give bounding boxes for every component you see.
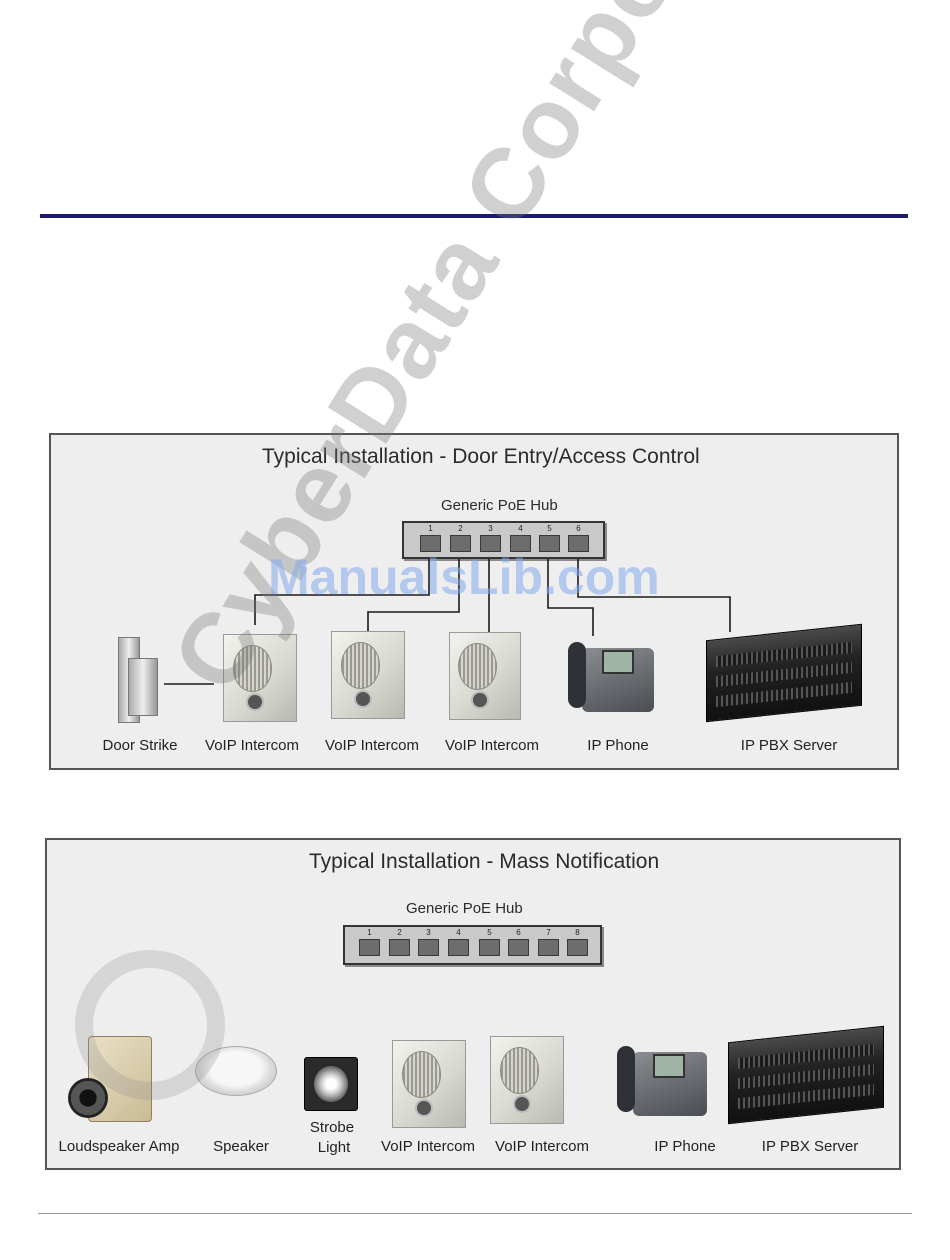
voip-intercom-image (490, 1036, 564, 1124)
port-number: 7 (546, 928, 551, 937)
hub-port (480, 535, 501, 552)
hub-port (420, 535, 441, 552)
device-label: Light (317, 1139, 351, 1156)
device-label: IP Phone (654, 1138, 716, 1155)
device-label: IP PBX Server (740, 737, 838, 754)
port-number: 3 (426, 928, 431, 937)
port-number: 2 (397, 928, 402, 937)
voip-intercom-image (392, 1040, 466, 1128)
port-number: 4 (456, 928, 461, 937)
device-label: VoIP Intercom (445, 737, 539, 754)
port-number: 2 (458, 524, 463, 533)
strobe-light-image (304, 1057, 358, 1111)
hub-port (567, 939, 588, 956)
mass-notification-diagram (45, 838, 901, 1170)
hub-port (389, 939, 410, 956)
ip-pbx-server-image (706, 623, 862, 723)
port-number: 8 (575, 928, 580, 937)
voip-intercom-image (331, 631, 405, 719)
poe-hub: 1 2 3 4 5 6 7 8 (343, 925, 602, 965)
hub-port (538, 939, 559, 956)
port-number: 6 (516, 928, 521, 937)
hub-port (568, 535, 589, 552)
diagram-title: Typical Installation - Mass Notification (309, 850, 660, 873)
device-label: Strobe (309, 1119, 355, 1136)
device-label: Door Strike (102, 737, 178, 754)
hub-port (359, 939, 380, 956)
ip-phone-image (564, 636, 656, 716)
device-label: IP PBX Server (761, 1138, 859, 1155)
port-number: 5 (487, 928, 492, 937)
footer-rule (38, 1213, 912, 1214)
voip-intercom-image (449, 632, 521, 720)
port-number: 1 (428, 524, 433, 533)
port-number: 6 (576, 524, 581, 533)
device-label: VoIP Intercom (205, 737, 299, 754)
door-strike-image (128, 658, 158, 716)
hub-port (508, 939, 529, 956)
port-number: 5 (547, 524, 552, 533)
ip-pbx-server-image (728, 1025, 884, 1125)
ceiling-speaker-image (195, 1046, 277, 1096)
device-label: Loudspeaker Amp (58, 1138, 180, 1155)
device-label: VoIP Intercom (325, 737, 419, 754)
device-label: VoIP Intercom (495, 1138, 589, 1155)
hub-port (418, 939, 439, 956)
horn-speaker-icon (68, 1078, 108, 1118)
poe-hub: 1 2 3 4 5 6 (402, 521, 605, 559)
port-number: 4 (518, 524, 523, 533)
device-label: VoIP Intercom (381, 1138, 475, 1155)
ip-phone-image (613, 1040, 709, 1120)
device-label: Speaker (213, 1138, 269, 1155)
hub-label: Generic PoE Hub (441, 497, 558, 514)
hub-port (539, 535, 560, 552)
device-label: IP Phone (587, 737, 649, 754)
header-rule (40, 214, 908, 218)
hub-label: Generic PoE Hub (406, 900, 523, 917)
voip-intercom-image (223, 634, 297, 722)
hub-port (479, 939, 500, 956)
diagram-title: Typical Installation - Door Entry/Access… (262, 445, 700, 468)
port-number: 1 (367, 928, 372, 937)
hub-port (450, 535, 471, 552)
hub-port (510, 535, 531, 552)
hub-port (448, 939, 469, 956)
port-number: 3 (488, 524, 493, 533)
